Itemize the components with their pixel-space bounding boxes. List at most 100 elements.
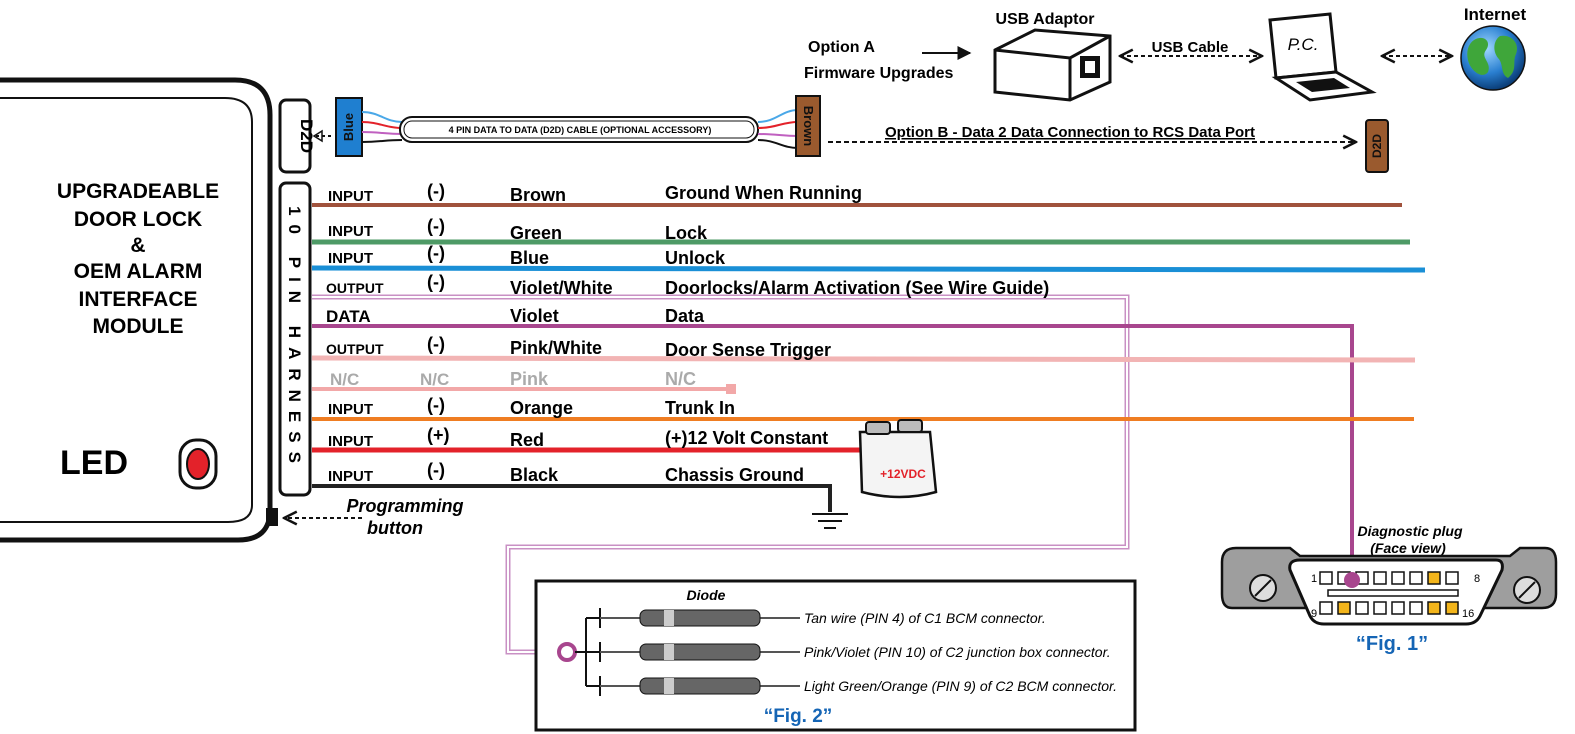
- fig2-diode-box: Diode Tan wire (PIN 4) of C1 BCM connect…: [534, 579, 1137, 732]
- wire-violet: [312, 324, 1354, 580]
- diode-1: [600, 609, 800, 627]
- wire-function: Doorlocks/Alarm Activation (See Wire Gui…: [665, 278, 1049, 298]
- wire-type: INPUT: [328, 250, 373, 267]
- option-a-line-2: Firmware Upgrades: [804, 65, 953, 82]
- svg-text:1: 1: [1311, 573, 1317, 585]
- harness-label: 10 PIN HARNESS: [285, 206, 304, 472]
- fig1-title-1: Diagnostic plug: [1358, 523, 1463, 539]
- wire-polarity: (-): [427, 334, 445, 354]
- wire-color: Pink: [510, 369, 549, 389]
- usb-adaptor[interactable]: [993, 28, 1112, 102]
- diode-3: [600, 677, 800, 695]
- wire-polarity: (-): [427, 216, 445, 236]
- wire-polarity: (-): [427, 272, 445, 292]
- wire-table: INPUT (-) Brown Ground When Running INPU…: [326, 181, 1049, 485]
- wire-pink-white: [311, 355, 1416, 363]
- option-a: Option A Firmware Upgrades USB Adaptor U…: [804, 5, 1527, 102]
- diode-connection-2: Pink/Violet (PIN 10) of C2 junction box …: [804, 644, 1111, 660]
- module-title-line-4: OEM ALARM: [74, 260, 203, 283]
- brown-connector: [795, 95, 821, 157]
- brown-connector-label: Brown: [801, 106, 816, 147]
- fig1-caption: “Fig. 1”: [1356, 633, 1428, 655]
- wire-function: Unlock: [665, 248, 726, 268]
- option-b: Option B - Data 2 Data Connection to RCS…: [828, 119, 1389, 173]
- wire-type: OUTPUT: [326, 280, 384, 296]
- led-indicator: [178, 438, 218, 490]
- module-title-line-5: INTERFACE: [78, 288, 197, 311]
- battery-label: +12VDC: [880, 467, 926, 481]
- fig2-caption: “Fig. 2”: [764, 706, 833, 727]
- wire-polarity: (-): [427, 243, 445, 263]
- blue-connector-label: Blue: [341, 113, 356, 141]
- battery-icon: +12VDC: [858, 419, 938, 499]
- wire-polarity: (-): [427, 460, 445, 480]
- programming-label-1: Programming: [346, 496, 463, 516]
- fig1-diagnostic-plug: Diagnostic plug (Face view) 1 8 9 16: [1220, 523, 1558, 655]
- d2d-cable[interactable]: Blue 4 PIN DATA TO DATA (D2D) CABLE (OPT…: [312, 95, 821, 157]
- svg-text:16: 16: [1462, 608, 1474, 620]
- internet-label: Internet: [1464, 5, 1527, 24]
- module-title-line-1: UPGRADEABLE: [57, 180, 219, 203]
- rcs-d2d-connector[interactable]: [1365, 119, 1389, 173]
- wire-function: Trunk In: [665, 398, 735, 418]
- wire-color: Violet/White: [510, 278, 613, 298]
- wire-function: Data: [665, 306, 705, 326]
- data-pin-marker: [1344, 572, 1360, 588]
- usb-adaptor-label: USB Adaptor: [996, 11, 1095, 28]
- wire-black: [312, 484, 832, 512]
- wire-color: Violet: [510, 306, 559, 326]
- module-title-line-6: MODULE: [93, 315, 184, 338]
- d2d-port[interactable]: D2D: [278, 98, 316, 174]
- wire-color: Red: [510, 430, 544, 450]
- wire-polarity: (+): [427, 425, 450, 445]
- wire-type: INPUT: [328, 223, 373, 240]
- harness-connector: 10 PIN HARNESS: [278, 181, 312, 497]
- cable-label: 4 PIN DATA TO DATA (D2D) CABLE (OPTIONAL…: [449, 125, 712, 135]
- wire-color: Brown: [510, 185, 566, 205]
- wire-type: INPUT: [328, 468, 373, 485]
- wire-color: Orange: [510, 398, 573, 418]
- wire-type: INPUT: [328, 401, 373, 418]
- wire-color: Black: [510, 465, 559, 485]
- wire-type: DATA: [326, 307, 371, 326]
- blue-connector: [335, 97, 363, 157]
- diode-2: [600, 643, 800, 661]
- wire-lines: [311, 203, 1426, 655]
- diode-connection-1: Tan wire (PIN 4) of C1 BCM connector.: [804, 610, 1046, 626]
- option-a-line-1: Option A: [808, 39, 875, 56]
- diode-connection-3: Light Green/Orange (PIN 9) of C2 BCM con…: [804, 678, 1117, 694]
- wire-function: Ground When Running: [665, 183, 862, 203]
- wire-function: Door Sense Trigger: [665, 340, 831, 360]
- wire-color: Blue: [510, 248, 549, 268]
- d2d-port-label: D2D: [297, 119, 316, 153]
- wire-blue: [311, 265, 1426, 273]
- pc-laptop[interactable]: P.C.: [1268, 12, 1377, 102]
- module-title-line-2: DOOR LOCK: [74, 208, 202, 231]
- wire-type: INPUT: [328, 188, 373, 205]
- led-label: LED: [60, 444, 128, 482]
- pc-label: P.C.: [1288, 35, 1319, 54]
- wire-polarity: (-): [427, 395, 445, 415]
- wire-polarity: (-): [427, 181, 445, 201]
- option-b-label: Option B - Data 2 Data Connection to RCS…: [885, 124, 1255, 141]
- usb-cable-label: USB Cable: [1152, 39, 1229, 56]
- wire-type: INPUT: [328, 433, 373, 450]
- fig1-title-2: (Face view): [1370, 540, 1446, 556]
- diode-label: Diode: [687, 587, 726, 603]
- svg-text:8: 8: [1474, 573, 1480, 585]
- globe-icon: [1460, 25, 1526, 91]
- programming-button[interactable]: [266, 508, 278, 526]
- wire-type: OUTPUT: [326, 341, 384, 357]
- diode-junction: [557, 642, 577, 662]
- wire-function: (+)12 Volt Constant: [665, 428, 828, 448]
- wire-function: Chassis Ground: [665, 465, 804, 485]
- wire-polarity: N/C: [420, 370, 449, 389]
- programming-label-2: button: [367, 518, 423, 538]
- interface-module: UPGRADEABLE DOOR LOCK & OEM ALARM INTERF…: [0, 77, 464, 543]
- wire-function: Lock: [665, 223, 708, 243]
- wire-color: Green: [510, 223, 562, 243]
- module-title-line-3: &: [130, 234, 145, 257]
- svg-text:9: 9: [1311, 608, 1317, 620]
- ground-symbol: [812, 513, 848, 529]
